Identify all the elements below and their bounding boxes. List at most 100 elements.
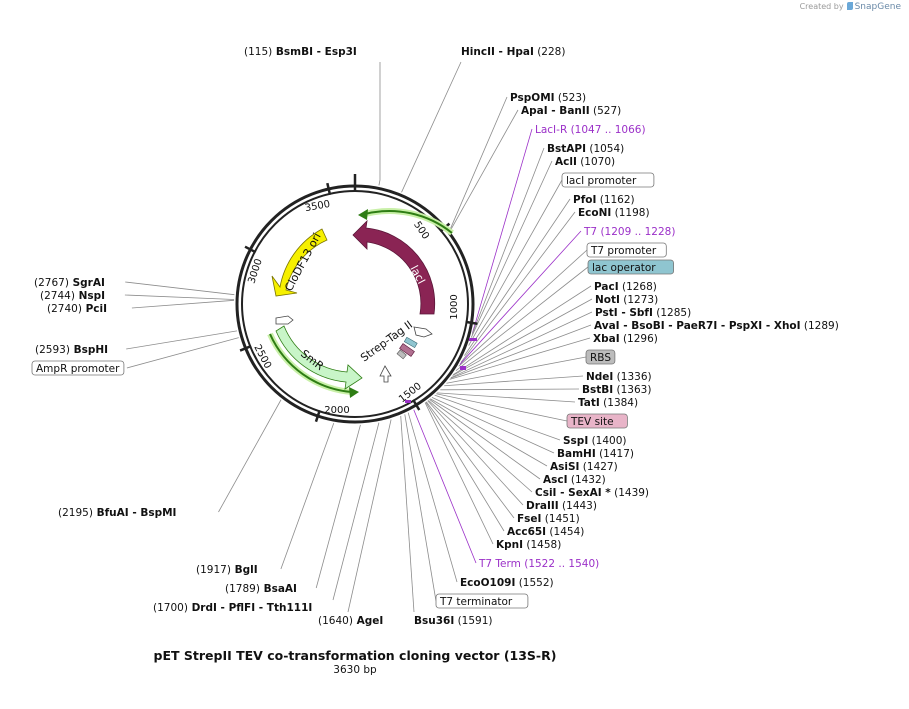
- site-label-xbai[interactable]: XbaI (1296): [593, 333, 658, 345]
- site-tati-n1: TatI: [578, 397, 600, 409]
- laci-feature[interactable]: [352, 219, 436, 315]
- site-bstapi-pos: (1054): [586, 143, 624, 155]
- site-label-apai[interactable]: ApaI - BanII (527): [521, 105, 621, 117]
- site-label-t7_terminator[interactable]: T7 terminator: [439, 596, 513, 608]
- site-label-bsaai[interactable]: (1789) BsaAI: [225, 583, 297, 595]
- site-label-lac_operator[interactable]: lac operator: [592, 262, 656, 274]
- site-label-pfoi[interactable]: PfoI (1162): [573, 194, 635, 206]
- primer-marker-t7: [460, 366, 466, 370]
- primer-marker-t7-term: [405, 400, 411, 403]
- site-label-econi[interactable]: EcoNI (1198): [578, 207, 650, 219]
- site-label-laci_r[interactable]: LacI-R (1047 .. 1066): [535, 124, 646, 136]
- site-bsaai-pos: (1789): [225, 583, 260, 595]
- leader-nspi: [124, 294, 235, 300]
- site-bamhi-pos: (1417): [596, 448, 634, 460]
- site-label-t7[interactable]: T7 (1209 .. 1228): [583, 226, 675, 238]
- site-label-bfuai[interactable]: (2195) BfuAI - BspMI: [58, 507, 176, 519]
- site-label-kpni[interactable]: KpnI (1458): [496, 539, 561, 551]
- site-label-ampr_promoter[interactable]: AmpR promoter: [36, 363, 120, 375]
- site-label-rbs[interactable]: RBS: [590, 352, 611, 364]
- site-label-laci_promoter[interactable]: lacI promoter: [566, 175, 637, 187]
- site-label-avai[interactable]: AvaI - BsoBI - PaeR7I - PspXI - XhoI (12…: [594, 320, 839, 332]
- site-acli-n1: AclI: [555, 156, 577, 168]
- site-label-drdi[interactable]: (1700) DrdI - PflFI - Tth111I: [153, 602, 312, 614]
- leader-lines: [124, 61, 593, 613]
- site-asci-n1: AscI: [543, 474, 568, 486]
- rbs-feature[interactable]: [396, 349, 407, 360]
- site-label-sgrai[interactable]: (2767) SgrAI: [34, 277, 105, 289]
- t7-promoter-feature[interactable]: [413, 326, 433, 338]
- site-label-noti[interactable]: NotI (1273): [595, 294, 658, 306]
- leader-ampr_promoter: [126, 337, 239, 369]
- site-sgrai-n1: SgrAI: [69, 277, 105, 289]
- site-label-nspi[interactable]: (2744) NspI: [40, 290, 105, 302]
- site-label-hincii[interactable]: HincII - HpaI (228): [461, 46, 565, 58]
- site-label-paci[interactable]: PacI (1268): [594, 281, 657, 293]
- site-label-pcii[interactable]: (2740) PciI: [47, 303, 107, 315]
- site-avai-n1: AvaI: [594, 320, 620, 332]
- site-box-laci_promoter: [561, 172, 655, 188]
- site-csii-n2: - SexAI *: [556, 487, 611, 499]
- site-label-tati[interactable]: TatI (1384): [578, 397, 638, 409]
- site-paci-pos: (1268): [619, 281, 657, 293]
- site-avai-n3: - PaeR7I: [665, 320, 718, 332]
- snapgene-logo-icon: [846, 2, 853, 10]
- site-drdi-n2: - PflFI: [217, 602, 255, 614]
- site-bstbi-pos: (1363): [613, 384, 651, 396]
- smr-arc-arrowhead: [349, 387, 359, 398]
- site-label-csii[interactable]: CsiI - SexAI * (1439): [535, 487, 649, 499]
- site-label-bstapi[interactable]: BstAPI (1054): [547, 143, 624, 155]
- site-ecoo109i-pos: (1552): [515, 577, 553, 589]
- site-t7-n1: T7: [583, 226, 597, 238]
- site-label-fsei[interactable]: FseI (1451): [517, 513, 580, 525]
- site-label-sspi[interactable]: SspI (1400): [563, 435, 627, 447]
- site-box-t7_promoter: [586, 242, 667, 258]
- site-label-t7_term[interactable]: T7 Term (1522 .. 1540): [478, 558, 599, 570]
- site-label-t7_promoter[interactable]: T7 promoter: [590, 245, 657, 257]
- site-label-pspomi[interactable]: PspOMI (523): [510, 92, 586, 104]
- site-label-bamhi[interactable]: BamHI (1417): [557, 448, 634, 460]
- leader-rbs: [446, 356, 587, 384]
- site-hincii-pos: (228): [534, 46, 566, 58]
- site-label-ecoo109i[interactable]: EcoO109I (1552): [460, 577, 554, 589]
- site-bamhi-n1: BamHI: [557, 448, 596, 460]
- clodf13-ori-feature[interactable]: [271, 228, 328, 297]
- leader-laci_promoter: [468, 179, 563, 346]
- site-label-acli[interactable]: AclI (1070): [555, 156, 615, 168]
- small-arrow-feature-2[interactable]: [379, 365, 392, 383]
- site-label-draiii[interactable]: DraIII (1443): [526, 500, 597, 512]
- site-csii-n1: CsiI: [535, 487, 556, 499]
- site-label-bsphi[interactable]: (2593) BspHI: [35, 344, 108, 356]
- leader-acc65i: [425, 401, 505, 532]
- site-label-ndei[interactable]: NdeI (1336): [586, 371, 652, 383]
- site-nspi-n1: NspI: [75, 290, 105, 302]
- leader-asci: [429, 399, 541, 480]
- site-label-bsmbi[interactable]: (115) BsmBI - Esp3I: [244, 46, 357, 58]
- site-acc65i-pos: (1454): [546, 526, 584, 538]
- lac-operator-feature[interactable]: [403, 336, 418, 349]
- leader-paci: [452, 285, 592, 376]
- smr-feature[interactable]: [275, 325, 363, 390]
- site-econi-n1: EcoNI: [578, 207, 611, 219]
- site-label-tev_site[interactable]: TEV site: [570, 416, 614, 428]
- site-drdi-n3: - Tth111I: [255, 602, 312, 614]
- site-bsu36i-n1: Bsu36I: [414, 615, 454, 627]
- site-pfoi-n1: PfoI: [573, 194, 596, 206]
- site-label-bgli[interactable]: (1917) BglI: [196, 564, 258, 576]
- site-label-bsu36i[interactable]: Bsu36I (1591): [414, 615, 493, 627]
- leader-noti: [452, 298, 593, 376]
- site-label-bstbi[interactable]: BstBI (1363): [582, 384, 651, 396]
- credit-brand: SnapGene: [854, 2, 901, 12]
- site-label-acc65i[interactable]: Acc65I (1454): [507, 526, 584, 538]
- site-label-asisi[interactable]: AsiSI (1427): [550, 461, 618, 473]
- site-fsei-n1: FseI: [517, 513, 541, 525]
- site-agei-pos: (1640): [318, 615, 353, 627]
- map-length: 3630 bp: [333, 664, 377, 676]
- small-arrow-feature-1[interactable]: [275, 315, 294, 325]
- leader-csii: [428, 399, 533, 493]
- site-econi-pos: (1198): [611, 207, 649, 219]
- tev-site-feature[interactable]: [399, 343, 415, 357]
- site-label-psti[interactable]: PstI - SbfI (1285): [595, 307, 691, 319]
- site-label-asci[interactable]: AscI (1432): [543, 474, 606, 486]
- site-label-agei[interactable]: (1640) AgeI: [318, 615, 383, 627]
